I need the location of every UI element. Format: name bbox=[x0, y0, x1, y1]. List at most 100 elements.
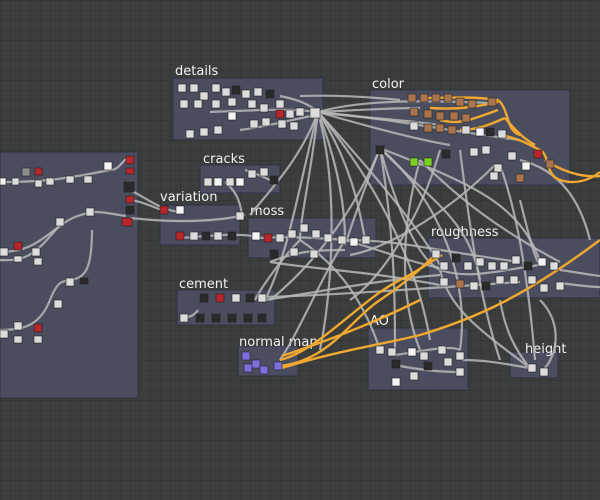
graph-node[interactable] bbox=[481, 145, 491, 155]
graph-node[interactable] bbox=[199, 127, 209, 137]
graph-node[interactable] bbox=[467, 99, 477, 109]
graph-node[interactable] bbox=[431, 93, 441, 103]
graph-node[interactable] bbox=[275, 109, 285, 119]
graph-node[interactable] bbox=[231, 85, 241, 95]
graph-node[interactable] bbox=[493, 163, 503, 173]
graph-node[interactable] bbox=[515, 173, 525, 183]
graph-node[interactable] bbox=[13, 321, 23, 331]
graph-node[interactable] bbox=[437, 345, 447, 355]
graph-node[interactable] bbox=[423, 123, 433, 133]
graph-node[interactable] bbox=[203, 177, 213, 187]
graph-node[interactable] bbox=[227, 97, 237, 107]
graph-node[interactable] bbox=[423, 157, 433, 167]
graph-node[interactable] bbox=[461, 113, 471, 123]
graph-node[interactable] bbox=[423, 109, 433, 119]
graph-node[interactable] bbox=[275, 233, 285, 243]
graph-node[interactable] bbox=[159, 205, 169, 215]
frame-left[interactable] bbox=[0, 151, 139, 399]
graph-node[interactable] bbox=[435, 123, 445, 133]
graph-node[interactable] bbox=[451, 253, 461, 263]
graph-node[interactable] bbox=[211, 313, 221, 323]
graph-node[interactable] bbox=[387, 347, 397, 357]
graph-node[interactable] bbox=[443, 93, 453, 103]
graph-node[interactable] bbox=[253, 87, 263, 97]
graph-node[interactable] bbox=[261, 117, 271, 127]
graph-node[interactable] bbox=[79, 277, 89, 285]
graph-node[interactable] bbox=[481, 281, 491, 291]
graph-node[interactable] bbox=[419, 93, 429, 103]
graph-node[interactable] bbox=[521, 161, 531, 171]
graph-node[interactable] bbox=[361, 235, 371, 245]
graph-node[interactable] bbox=[439, 277, 449, 287]
graph-node[interactable] bbox=[443, 357, 453, 367]
graph-node[interactable] bbox=[391, 377, 401, 387]
graph-node[interactable] bbox=[523, 261, 533, 271]
graph-node[interactable] bbox=[211, 99, 221, 109]
graph-node[interactable] bbox=[309, 107, 321, 119]
graph-node[interactable] bbox=[0, 247, 9, 257]
graph-node[interactable] bbox=[259, 103, 269, 113]
graph-node[interactable] bbox=[469, 281, 479, 291]
graph-node[interactable] bbox=[469, 147, 479, 157]
graph-node[interactable] bbox=[175, 231, 185, 241]
graph-node[interactable] bbox=[475, 127, 485, 137]
graph-node[interactable] bbox=[497, 129, 507, 139]
graph-node[interactable] bbox=[231, 293, 241, 303]
frame-left-body[interactable] bbox=[0, 151, 139, 399]
graph-node[interactable] bbox=[211, 83, 221, 93]
graph-node[interactable] bbox=[509, 275, 519, 285]
graph-node[interactable] bbox=[455, 367, 465, 377]
graph-node[interactable] bbox=[407, 347, 417, 357]
graph-node[interactable] bbox=[227, 313, 237, 323]
graph-node[interactable] bbox=[487, 97, 497, 107]
graph-node[interactable] bbox=[125, 195, 135, 204]
graph-node[interactable] bbox=[257, 313, 267, 323]
graph-node[interactable] bbox=[247, 169, 257, 179]
graph-node[interactable] bbox=[189, 83, 199, 93]
graph-node[interactable] bbox=[195, 313, 205, 323]
graph-node[interactable] bbox=[259, 167, 269, 177]
graph-node[interactable] bbox=[251, 231, 261, 241]
graph-node[interactable] bbox=[103, 161, 113, 171]
graph-node[interactable] bbox=[259, 365, 269, 375]
graph-node[interactable] bbox=[527, 363, 537, 373]
graph-node[interactable] bbox=[125, 155, 135, 165]
graph-node[interactable] bbox=[269, 249, 279, 259]
graph-node[interactable] bbox=[0, 177, 7, 186]
graph-node[interactable] bbox=[185, 129, 195, 139]
graph-node[interactable] bbox=[249, 119, 259, 129]
graph-node[interactable] bbox=[441, 149, 451, 159]
graph-node[interactable] bbox=[33, 257, 43, 266]
graph-node[interactable] bbox=[299, 223, 309, 233]
graph-node[interactable] bbox=[337, 235, 347, 245]
graph-node[interactable] bbox=[65, 175, 75, 184]
graph-node[interactable] bbox=[31, 247, 41, 257]
graph-node[interactable] bbox=[409, 157, 419, 167]
graph-node[interactable] bbox=[323, 233, 333, 243]
graph-node[interactable] bbox=[537, 257, 547, 267]
graph-node[interactable] bbox=[175, 205, 185, 215]
graph-node[interactable] bbox=[241, 89, 251, 99]
graph-node[interactable] bbox=[409, 107, 419, 117]
graph-node[interactable] bbox=[461, 125, 471, 135]
frame-color[interactable]: color bbox=[369, 77, 571, 186]
graph-node[interactable] bbox=[533, 149, 543, 159]
graph-node[interactable] bbox=[199, 91, 209, 101]
graph-node[interactable] bbox=[0, 329, 9, 339]
graph-node[interactable] bbox=[125, 205, 135, 215]
graph-node[interactable] bbox=[455, 279, 465, 289]
graph-node[interactable] bbox=[243, 363, 253, 373]
graph-node[interactable] bbox=[555, 281, 565, 291]
graph-node[interactable] bbox=[225, 177, 235, 187]
graph-node[interactable] bbox=[349, 237, 359, 247]
graph-node[interactable] bbox=[277, 119, 287, 129]
graph-node[interactable] bbox=[257, 293, 267, 303]
graph-node[interactable] bbox=[85, 207, 95, 217]
graph-node[interactable] bbox=[539, 367, 549, 377]
graph-node[interactable] bbox=[179, 99, 189, 109]
graph-node[interactable] bbox=[485, 127, 495, 137]
graph-node[interactable] bbox=[179, 313, 189, 323]
graph-node[interactable] bbox=[34, 179, 43, 188]
graph-node[interactable] bbox=[487, 261, 497, 271]
graph-node[interactable] bbox=[431, 249, 441, 259]
